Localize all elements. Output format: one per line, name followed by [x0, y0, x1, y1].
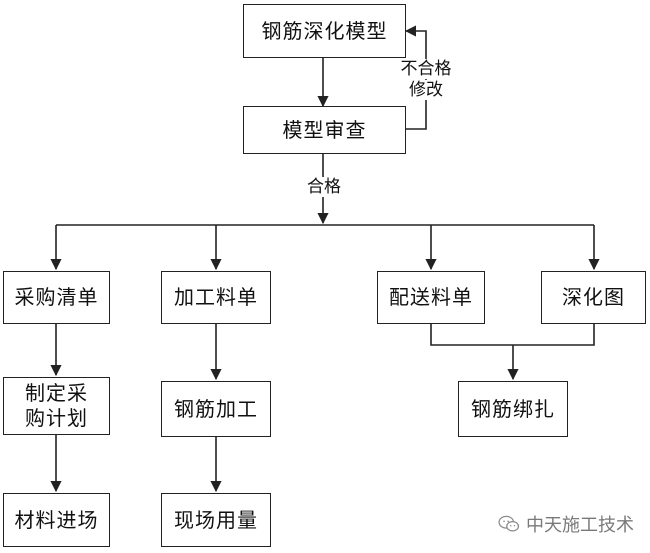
merge-delivery-drawing [430, 324, 595, 346]
node-purchase-list: 采购清单 [3, 271, 110, 324]
label-fail: 不合格 [396, 59, 456, 80]
node-purchase-plan: 制定采购计划 [3, 377, 110, 435]
node-site-usage: 现场用量 [161, 493, 271, 547]
node-model-review: 模型审查 [243, 106, 406, 154]
node-processing-sheet: 加工料单 [161, 271, 271, 324]
node-deepening-drawing: 深化图 [541, 271, 646, 324]
watermark-text: 中天施工技术 [526, 515, 634, 536]
node-rebar-binding: 钢筋绑扎 [458, 381, 568, 437]
label-modify: 修改 [396, 80, 456, 101]
node-rebar-processing: 钢筋加工 [161, 381, 271, 437]
node-delivery-sheet: 配送料单 [377, 271, 485, 324]
node-deepening-model: 钢筋深化模型 [243, 4, 406, 58]
label-pass: 合格 [302, 177, 346, 198]
node-material-arrival: 材料进场 [3, 493, 110, 547]
wechat-icon [498, 515, 520, 532]
watermark: 中天施工技术 [498, 511, 634, 537]
